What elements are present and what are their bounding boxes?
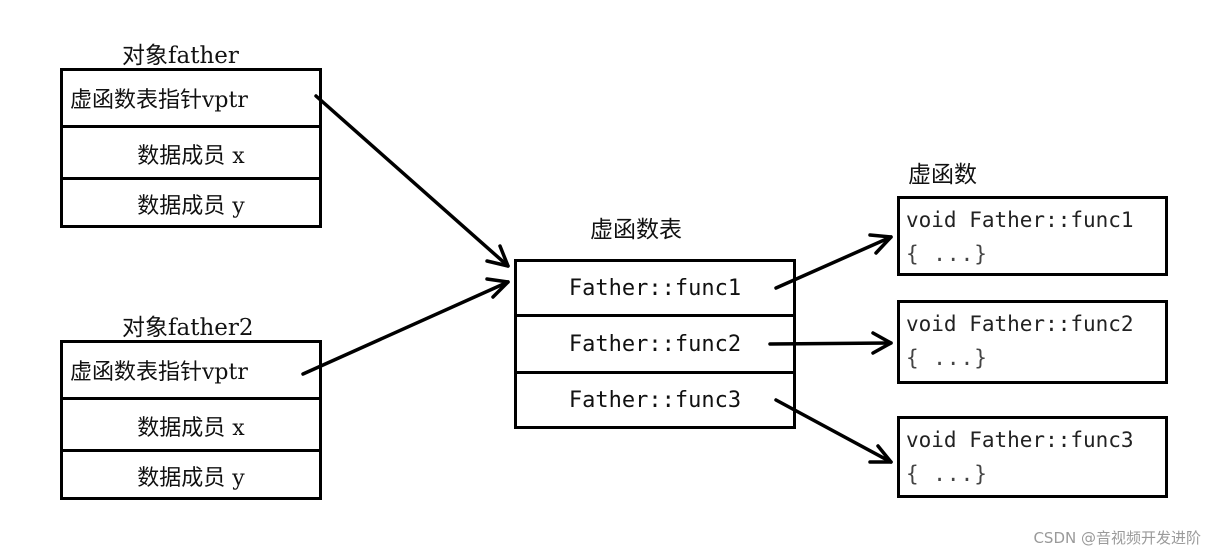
arrowhead [871,331,893,355]
function-signature: void Father::func2 [906,312,1134,336]
function-body: { ...} [906,346,988,370]
object-father2-title: 对象father2 [122,315,254,341]
vptr-label: 虚函数表指针vptr [70,88,248,113]
function-box-2: void Father::func2 { ...} [897,300,1168,384]
object-father2-member-x: 数据成员 x [63,397,319,451]
arrow-father-vptr-to-vtable [314,94,510,268]
member-x-label: 数据成员 x [137,415,245,441]
function-signature: void Father::func3 [906,428,1134,452]
function-body: { ...} [906,242,988,266]
vtable-entry-2: Father::func2 [517,314,793,371]
arrow-func1-to-function1 [774,235,893,290]
member-x-label: 数据成员 x [137,143,245,169]
member-y-label: 数据成员 y [137,194,245,219]
function-box-3: void Father::func3 { ...} [897,416,1168,498]
object-father2-box: 虚函数表指针vptr 数据成员 x 数据成员 y [60,340,322,500]
vtable-entry-label: Father::func1 [568,275,742,301]
function-box-1: void Father::func1 { ...} [897,196,1168,276]
object-father-title: 对象father [122,43,239,69]
arrow-func3-to-function3 [774,398,893,464]
vtable-entry-label: Father::func2 [568,331,742,357]
vtable-entry-3: Father::func3 [517,371,793,426]
vtable-entry-label: Father::func3 [568,387,742,413]
object-father-member-y: 数据成员 y [63,177,319,228]
arrow-func2-to-function2 [768,341,893,346]
arrowhead [485,277,510,299]
functions-title: 虚函数 [908,162,977,188]
vtable-entry-1: Father::func1 [517,262,793,314]
function-body: { ...} [906,462,988,486]
object-father-member-x: 数据成员 x [63,125,319,179]
function-signature: void Father::func1 [906,208,1134,232]
member-y-label: 数据成员 y [137,466,245,491]
vtable-box: Father::func1 Father::func2 Father::func… [514,259,796,429]
arrow-father2-vptr-to-vtable [301,280,510,376]
object-father2-member-y: 数据成员 y [63,449,319,500]
object-father2-vptr: 虚函数表指针vptr [63,343,319,397]
object-father-vptr: 虚函数表指针vptr [63,71,319,125]
vptr-label: 虚函数表指针vptr [70,360,248,385]
arrowhead [868,233,893,255]
object-father-box: 虚函数表指针vptr 数据成员 x 数据成员 y [60,68,322,228]
watermark-text: CSDN @音视频开发进阶 [1033,529,1201,547]
arrowhead [868,444,893,464]
arrowhead [485,244,510,268]
vtable-title: 虚函数表 [590,217,682,243]
